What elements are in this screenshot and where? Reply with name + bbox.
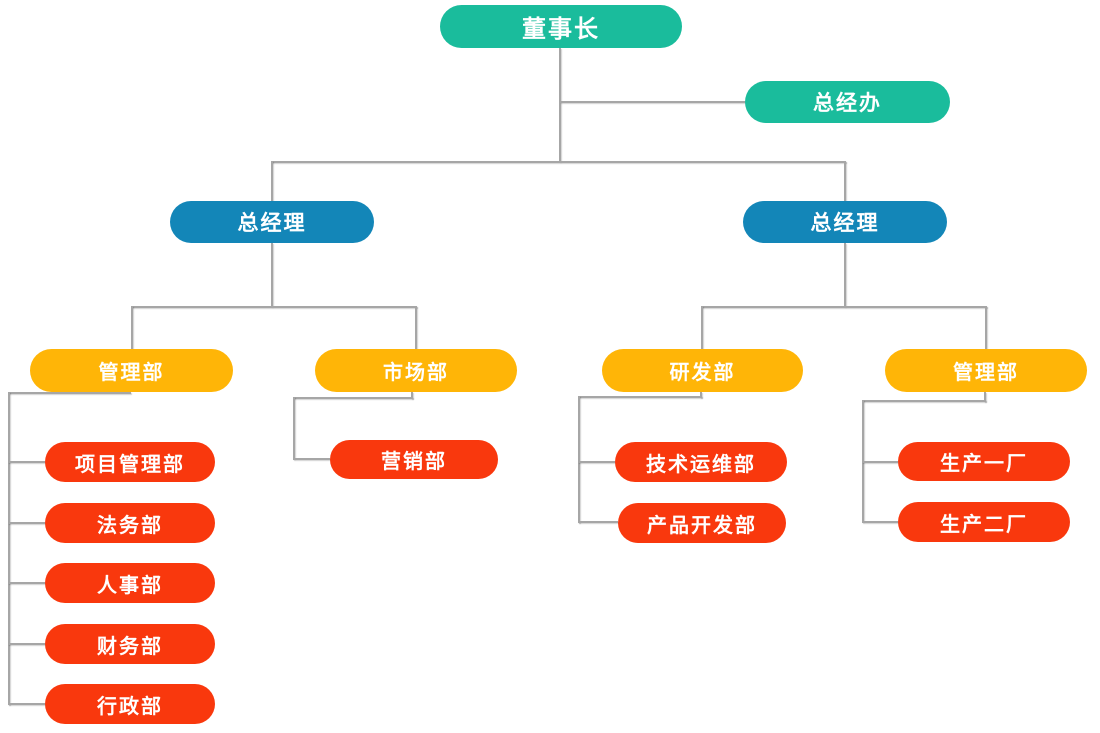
connector-line [8,582,45,584]
connector-line [862,461,898,463]
connector-line [578,396,580,523]
node-finance-dept[interactable]: 财务部 [45,624,215,664]
connector-line [862,400,986,402]
connector-line [560,101,745,103]
node-hr-dept[interactable]: 人事部 [45,563,215,603]
connector-line [131,306,417,308]
connector-line [271,161,273,201]
connector-line [984,392,986,402]
connector-line [701,306,703,349]
node-dept-rd[interactable]: 研发部 [602,349,803,392]
node-dept-management-right[interactable]: 管理部 [885,349,1087,392]
connector-line [701,306,987,308]
connector-line [8,703,45,705]
node-legal-dept[interactable]: 法务部 [45,503,215,543]
node-plant-2[interactable]: 生产二厂 [898,502,1070,542]
connector-line [578,521,618,523]
node-project-management-dept[interactable]: 项目管理部 [45,442,215,482]
connector-line [271,243,273,307]
connector-line [844,161,846,201]
connector-line [8,392,131,394]
connector-line [411,392,413,399]
connector-line [985,306,987,349]
connector-line [415,306,417,349]
node-sales-dept[interactable]: 营销部 [330,440,498,479]
node-product-dev-dept[interactable]: 产品开发部 [618,503,786,543]
node-tech-ops-dept[interactable]: 技术运维部 [615,442,787,482]
connector-line [8,392,10,705]
connector-line [293,397,413,399]
connector-line [578,396,702,398]
connector-line [844,243,846,307]
node-dept-management-left[interactable]: 管理部 [30,349,233,392]
connector-line [559,48,561,162]
node-general-manager-right[interactable]: 总经理 [743,201,947,243]
node-chairman[interactable]: 董事长 [440,5,682,48]
connector-line [8,522,45,524]
node-gm-office[interactable]: 总经办 [745,81,950,123]
connector-line [131,306,133,349]
node-admin-dept[interactable]: 行政部 [45,684,215,724]
connector-line [293,397,295,459]
node-dept-market[interactable]: 市场部 [315,349,517,392]
node-plant-1[interactable]: 生产一厂 [898,442,1070,481]
connector-line [8,643,45,645]
connector-line [578,461,615,463]
connector-line [293,458,330,460]
connector-line [271,161,846,163]
connector-line [700,392,702,398]
connector-line [8,461,45,463]
node-general-manager-left[interactable]: 总经理 [170,201,374,243]
connector-line [862,521,898,523]
